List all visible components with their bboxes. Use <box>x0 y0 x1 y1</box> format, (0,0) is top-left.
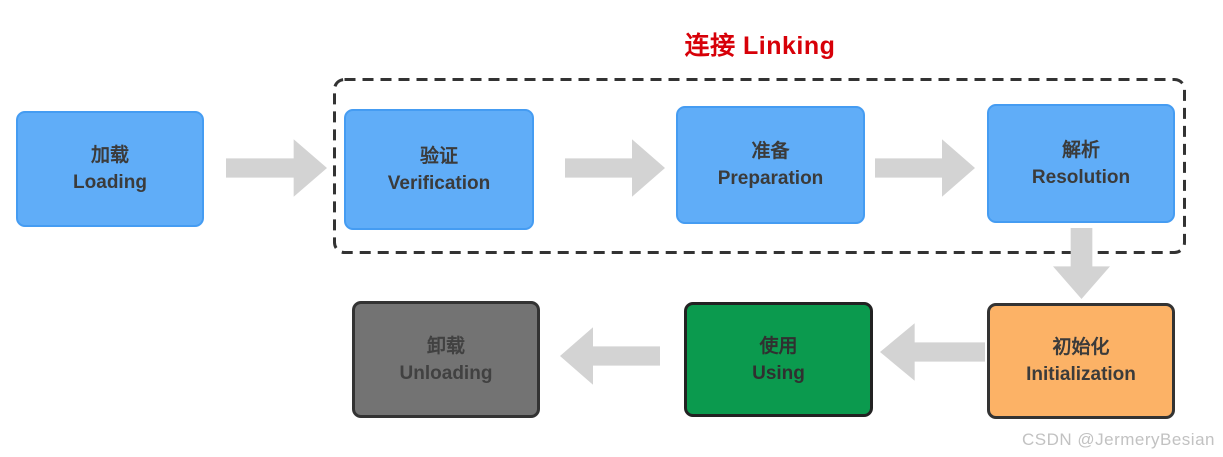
stage-using-label-zh: 使用 <box>759 335 798 357</box>
stage-verification: 验证 Verification <box>344 109 534 230</box>
linking-group-outline <box>333 78 1186 254</box>
stage-unloading-label-zh: 卸载 <box>426 335 465 357</box>
stage-initialization-label-zh: 初始化 <box>1052 337 1110 358</box>
stage-resolution: 解析 Resolution <box>987 104 1175 223</box>
watermark: CSDN @JermeryBesian <box>1021 430 1215 449</box>
stage-resolution-label-en: Resolution <box>1031 166 1131 188</box>
stage-initialization-label-en: Initialization <box>1026 364 1136 385</box>
stage-loading: 加载 Loading <box>16 111 204 227</box>
stage-resolution-label-zh: 解析 <box>1061 139 1100 161</box>
diagram-title: 连接 Linking <box>684 32 836 60</box>
stage-loading-label-zh: 加载 <box>90 145 129 166</box>
dashed-border-icon <box>333 78 1186 254</box>
arrow-right-icon-loading-to-verification <box>226 139 327 197</box>
stage-using-label-en: Using <box>752 362 805 384</box>
stage-using: 使用 Using <box>684 302 873 417</box>
stage-verification-label-en: Verification <box>387 172 491 194</box>
stage-verification-label-zh: 验证 <box>419 145 458 167</box>
stage-unloading: 卸载 Unloading <box>352 301 540 418</box>
stage-unloading-label-en: Unloading <box>399 362 493 384</box>
arrow-left-icon-using-to-unloading <box>560 327 660 385</box>
stage-initialization: 初始化 Initialization <box>987 303 1175 419</box>
stage-preparation: 准备 Preparation <box>676 106 865 224</box>
stage-loading-label-en: Loading <box>73 172 147 193</box>
arrow-left-icon-initialization-to-using <box>880 323 985 381</box>
stage-preparation-label-zh: 准备 <box>751 141 790 162</box>
stage-preparation-label-en: Preparation <box>717 168 824 189</box>
